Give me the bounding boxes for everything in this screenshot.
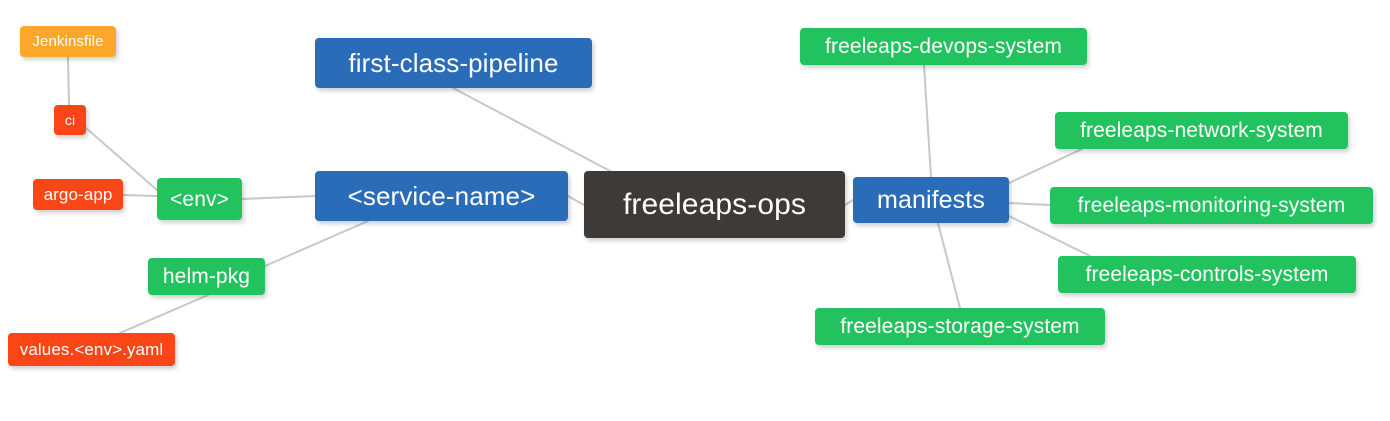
node-values-env-yaml[interactable]: values.<env>.yaml bbox=[8, 333, 175, 366]
edge-freeleaps-ops-to-first-class-pipeline bbox=[452, 87, 613, 173]
node-label-freeleaps-controls-system: freeleaps-controls-system bbox=[1085, 263, 1329, 286]
node-service-name[interactable]: <service-name> bbox=[315, 171, 568, 221]
edge-ci-to-jenkinsfile bbox=[67, 56, 70, 106]
node-env[interactable]: <env> bbox=[157, 178, 242, 220]
node-label-manifests: manifests bbox=[877, 185, 985, 214]
node-label-values-env-yaml: values.<env>.yaml bbox=[19, 340, 164, 359]
node-manifests[interactable]: manifests bbox=[853, 177, 1009, 223]
edge-service-name-to-env bbox=[241, 195, 316, 200]
node-freeleaps-storage-system[interactable]: freeleaps-storage-system bbox=[815, 308, 1105, 345]
edge-env-to-argo-app bbox=[122, 194, 158, 197]
node-label-freeleaps-storage-system: freeleaps-storage-system bbox=[840, 315, 1080, 338]
node-freeleaps-ops[interactable]: freeleaps-ops bbox=[584, 171, 845, 238]
node-label-freeleaps-devops-system: freeleaps-devops-system bbox=[825, 35, 1062, 58]
node-label-env: <env> bbox=[170, 187, 229, 211]
node-freeleaps-network-system[interactable]: freeleaps-network-system bbox=[1055, 112, 1348, 149]
node-label-first-class-pipeline: first-class-pipeline bbox=[348, 48, 559, 78]
node-helm-pkg[interactable]: helm-pkg bbox=[148, 258, 265, 295]
node-freeleaps-monitoring-system[interactable]: freeleaps-monitoring-system bbox=[1050, 187, 1373, 224]
node-label-argo-app: argo-app bbox=[43, 185, 113, 204]
node-label-freeleaps-network-system: freeleaps-network-system bbox=[1080, 119, 1323, 142]
edge-freeleaps-ops-to-service-name bbox=[567, 195, 585, 206]
edge-helm-pkg-to-values-env-yaml bbox=[119, 294, 209, 334]
node-ci[interactable]: ci bbox=[54, 105, 86, 135]
node-first-class-pipeline[interactable]: first-class-pipeline bbox=[315, 38, 592, 88]
node-freeleaps-devops-system[interactable]: freeleaps-devops-system bbox=[800, 28, 1087, 65]
edge-service-name-to-helm-pkg bbox=[264, 220, 369, 267]
node-label-freeleaps-monitoring-system: freeleaps-monitoring-system bbox=[1077, 194, 1346, 217]
node-freeleaps-controls-system[interactable]: freeleaps-controls-system bbox=[1058, 256, 1356, 293]
node-argo-app[interactable]: argo-app bbox=[33, 179, 123, 210]
edge-manifests-to-freeleaps-controls-system bbox=[1008, 215, 1091, 257]
node-label-freeleaps-ops: freeleaps-ops bbox=[622, 187, 807, 221]
node-label-service-name: <service-name> bbox=[347, 181, 536, 211]
node-label-helm-pkg: helm-pkg bbox=[162, 265, 251, 288]
edge-manifests-to-freeleaps-devops-system bbox=[923, 64, 932, 178]
node-label-ci: ci bbox=[64, 112, 76, 128]
edge-freeleaps-ops-to-manifests bbox=[844, 199, 854, 206]
node-jenkinsfile[interactable]: Jenkinsfile bbox=[20, 26, 116, 57]
node-label-jenkinsfile: Jenkinsfile bbox=[32, 33, 104, 50]
edge-env-to-ci bbox=[85, 127, 158, 191]
edge-manifests-to-freeleaps-storage-system bbox=[937, 222, 961, 309]
edge-manifests-to-freeleaps-network-system bbox=[1008, 148, 1083, 184]
edge-manifests-to-freeleaps-monitoring-system bbox=[1008, 202, 1051, 206]
